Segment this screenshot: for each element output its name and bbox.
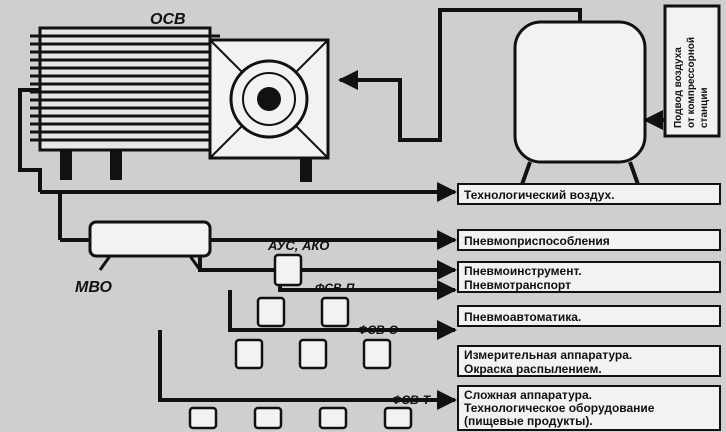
- label-fsv-t: ФСВ-Т: [392, 393, 432, 407]
- output-2-line1: Пневмоприспособления: [464, 234, 610, 248]
- supply-line3: станции: [699, 87, 710, 128]
- output-3-line2: Пневмотранспорт: [464, 278, 571, 292]
- supply-line2: от компрессорной: [686, 37, 697, 128]
- output-box-2: [457, 229, 721, 251]
- output-boxes: Технологический воздух. Пневмоприспособл…: [457, 183, 721, 431]
- piping: [18, 8, 665, 410]
- output-6-line3: (пищевые продукты).: [464, 414, 593, 428]
- output-1-line1: Технологический воздух.: [464, 188, 615, 202]
- output-6-line2: Технологическое оборудование: [464, 401, 655, 415]
- output-5-line2: Окраска распылением.: [464, 362, 602, 376]
- cooler-osv: [30, 26, 330, 182]
- output-6-line1: Сложная аппаратура.: [464, 388, 592, 402]
- output-5-line1: Измерительная аппаратура.: [464, 348, 632, 362]
- filters: [188, 253, 413, 430]
- label-osv: ОСВ: [150, 11, 186, 28]
- output-box-3: [457, 261, 721, 293]
- output-box-5: [457, 345, 721, 377]
- output-box-6: [457, 385, 721, 431]
- receiver-tank: [513, 20, 647, 191]
- output-4-line1: Пневмоавтоматика.: [464, 310, 581, 324]
- label-mvo: МВО: [75, 279, 112, 296]
- label-fsv-o: ФСВ-О: [358, 323, 399, 337]
- output-box-1: [457, 183, 721, 205]
- label-aus-ako: АУС, АКО: [267, 238, 329, 253]
- separator-mvo: [88, 220, 212, 271]
- label-fsv-p: ФСВ-П: [315, 281, 355, 295]
- air-supply-box: Подвод воздуха от компрессорной станции: [663, 4, 721, 138]
- output-box-4: [457, 305, 721, 327]
- supply-line1: Подвод воздуха: [673, 47, 684, 128]
- output-3-line1: Пневмоинструмент.: [464, 264, 582, 278]
